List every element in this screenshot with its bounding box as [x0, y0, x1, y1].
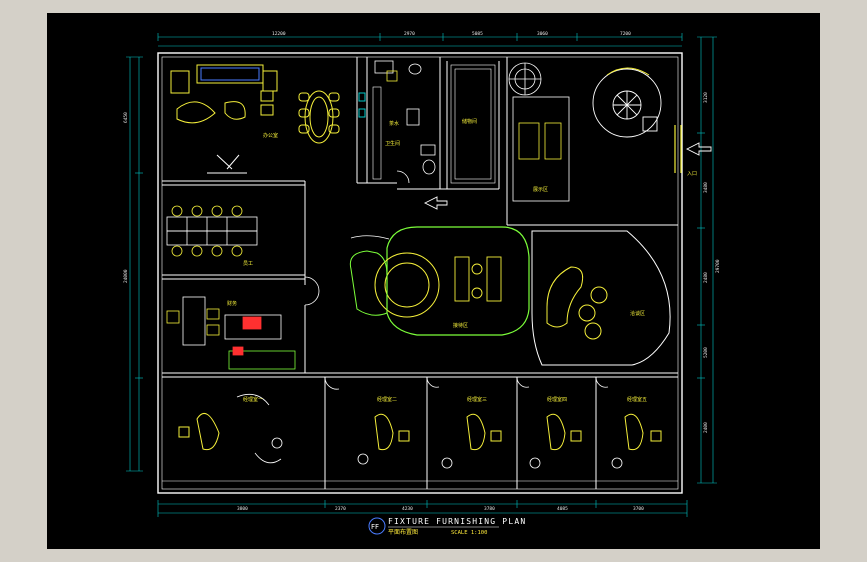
- label-staff: 员工: [243, 261, 253, 267]
- drawing-title: FIXTURE FURNISHING PLAN: [388, 517, 526, 526]
- label-reception: 接待区: [453, 322, 468, 329]
- dim-top-4: 3060: [537, 31, 548, 37]
- dim-bottom-6: 3700: [633, 506, 644, 512]
- floor-plan-svg: 12200 2970 5085 3060 7200 3800 2370 4230…: [123, 31, 721, 536]
- entry-arrow: [423, 142, 712, 210]
- label-office-top: 办公室: [263, 132, 278, 139]
- label-washroom: 卫生间: [385, 140, 400, 147]
- drawing-scale: SCALE 1:100: [451, 530, 487, 536]
- dimension-lines-bottom: [157, 500, 688, 517]
- dimension-lines-top: [157, 33, 683, 47]
- dimension-lines-right: [697, 36, 717, 484]
- dim-top-1: 12200: [272, 31, 286, 37]
- dim-right-4: 5200: [703, 347, 709, 358]
- interior-walls: [162, 57, 678, 489]
- dim-right-total: 29700: [715, 259, 721, 273]
- reception-outline: [350, 226, 530, 336]
- dim-left-1: 6450: [123, 112, 129, 123]
- storage-racks: [372, 64, 496, 184]
- ff-symbol-circle: [368, 517, 386, 535]
- dim-bottom-1: 3800: [237, 506, 248, 512]
- title-block: FF FIXTURE FURNISHING PLAN 平面布置图 SCALE 1…: [368, 517, 526, 536]
- doors: [304, 170, 609, 390]
- dim-bottom-5: 4085: [557, 506, 568, 512]
- dim-right-1: 3120: [703, 92, 709, 103]
- lounge-outline: [531, 230, 671, 366]
- dim-top-5: 7200: [620, 31, 631, 37]
- staff-desks: [166, 205, 258, 257]
- exhibition-furniture: [508, 62, 570, 202]
- label-entry: 入口: [687, 171, 697, 177]
- label-finance: 财务: [227, 300, 237, 307]
- manager-chairs: [236, 393, 623, 469]
- dim-right-2: 3480: [703, 182, 709, 193]
- dim-left-2: 24000: [123, 269, 129, 283]
- window-marks: [674, 125, 682, 173]
- dim-bottom-4: 3780: [484, 506, 495, 512]
- label-manager5: 经理室五: [627, 396, 647, 403]
- reception-desk: [349, 250, 440, 318]
- office-top-furniture: [170, 64, 278, 174]
- dim-top-2: 2970: [404, 31, 415, 37]
- label-manager3: 经理室三: [467, 396, 487, 403]
- finance-furniture: [166, 296, 296, 370]
- drawing-subtitle: 平面布置图: [388, 528, 418, 536]
- dim-right-3: 2480: [703, 272, 709, 283]
- washroom-fixtures: [374, 60, 436, 175]
- dim-top-3: 5085: [472, 31, 483, 37]
- lounge-sofa: [546, 266, 608, 340]
- round-lounge: [592, 67, 662, 138]
- label-manager2: 经理室二: [377, 396, 397, 403]
- dim-bottom-3: 4230: [402, 506, 413, 512]
- label-water: 茶水: [389, 120, 399, 127]
- label-manager4: 经理室四: [547, 396, 567, 403]
- dim-right-5: 2400: [703, 422, 709, 433]
- drawing-canvas[interactable]: 12200 2970 5085 3060 7200 3800 2370 4230…: [47, 13, 820, 549]
- manager-furniture: [178, 412, 662, 451]
- outer-walls: [157, 52, 683, 494]
- reception-tables: [454, 256, 502, 302]
- dim-bottom-2: 2370: [335, 506, 346, 512]
- label-manager1: 经理室一: [243, 396, 263, 403]
- label-exhibition: 展示区: [533, 187, 548, 193]
- meeting-table: [298, 90, 366, 144]
- label-storage: 储物间: [462, 118, 477, 125]
- ff-symbol-text: FF: [371, 523, 379, 531]
- dimension-lines-left: [126, 56, 143, 472]
- label-lounge: 洽谈区: [630, 310, 645, 317]
